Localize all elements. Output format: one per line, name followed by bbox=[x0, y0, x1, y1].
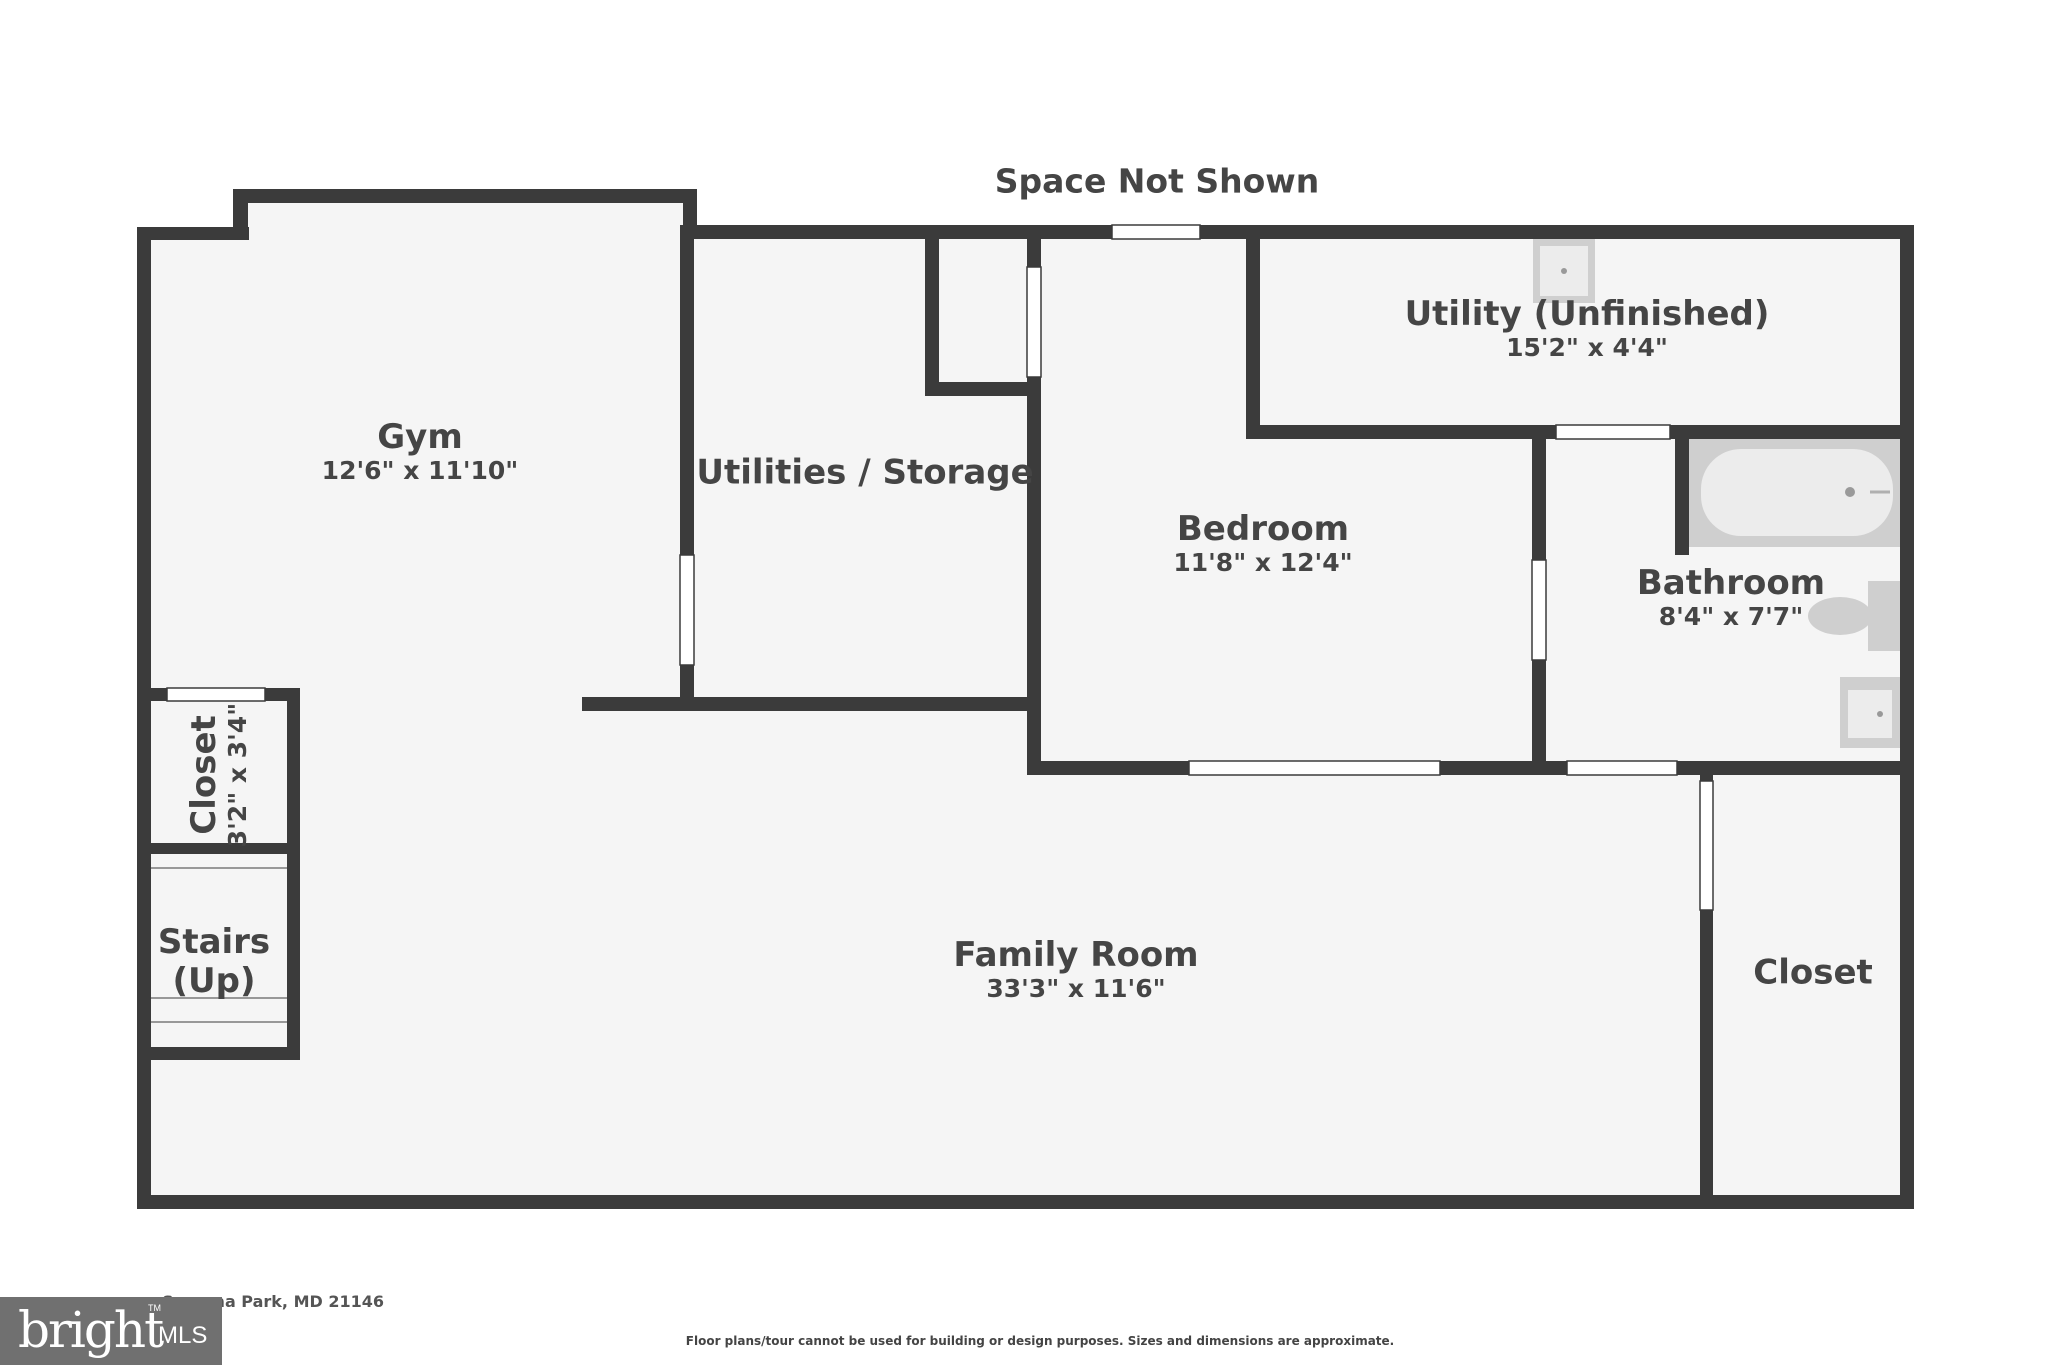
room-utilities-storage: Utilities / Storage bbox=[696, 453, 1033, 492]
room-subtitle: (Up) bbox=[172, 961, 256, 1001]
room-bedroom: Bedroom 11'8" x 12'4" bbox=[1173, 509, 1353, 578]
logo-wordmark: bright bbox=[18, 1301, 164, 1359]
walls bbox=[137, 189, 1914, 1209]
room-name: Closet bbox=[184, 715, 225, 835]
room-name: Utilities / Storage bbox=[696, 452, 1034, 493]
space-not-shown-label: Space Not Shown bbox=[994, 161, 1320, 201]
room-closet-right: Closet bbox=[1753, 953, 1873, 992]
room-name: Bathroom bbox=[1636, 563, 1826, 604]
disclaimer-text: Floor plans/tour cannot be used for buil… bbox=[685, 1334, 1395, 1348]
bright-mls-logo: bright TM MLS bbox=[0, 1297, 222, 1365]
logo-trademark: TM bbox=[148, 1303, 161, 1313]
room-name: Stairs bbox=[157, 921, 271, 962]
room-dimensions: 11'8" x 12'4" bbox=[1173, 548, 1353, 578]
room-name: Gym bbox=[377, 417, 463, 458]
logo-mls: MLS bbox=[158, 1322, 208, 1349]
room-closet-small: Closet 3'2" x 3'4" bbox=[184, 702, 253, 848]
utility-sink-icon bbox=[1533, 239, 1595, 303]
room-stairs: Stairs (Up) bbox=[157, 921, 271, 1001]
bathtub-icon bbox=[1689, 439, 1900, 547]
room-name: Utility (Unfinished) bbox=[1404, 294, 1770, 335]
room-name: Bedroom bbox=[1176, 509, 1350, 550]
room-bathroom: Bathroom 8'4" x 7'7" bbox=[1636, 563, 1826, 632]
room-dimensions: 8'4" x 7'7" bbox=[1658, 602, 1804, 632]
toilet-icon bbox=[1808, 581, 1900, 651]
room-dimensions: 12'6" x 11'10" bbox=[321, 456, 519, 486]
room-name: Closet bbox=[1753, 952, 1873, 993]
sink-icon bbox=[1840, 677, 1900, 748]
room-dimensions: 33'3" x 11'6" bbox=[986, 974, 1166, 1004]
wall-openings bbox=[166, 224, 1714, 911]
room-gym: Gym 12'6" x 11'10" bbox=[321, 417, 519, 486]
room-utility-unfinished: Utility (Unfinished) 15'2" x 4'4" bbox=[1404, 294, 1770, 363]
room-dimensions: 15'2" x 4'4" bbox=[1506, 333, 1668, 363]
room-family-room: Family Room 33'3" x 11'6" bbox=[953, 935, 1199, 1004]
room-dimensions: 3'2" x 3'4" bbox=[223, 702, 253, 848]
room-name: Family Room bbox=[953, 935, 1199, 976]
stairs-treads bbox=[151, 867, 287, 1023]
